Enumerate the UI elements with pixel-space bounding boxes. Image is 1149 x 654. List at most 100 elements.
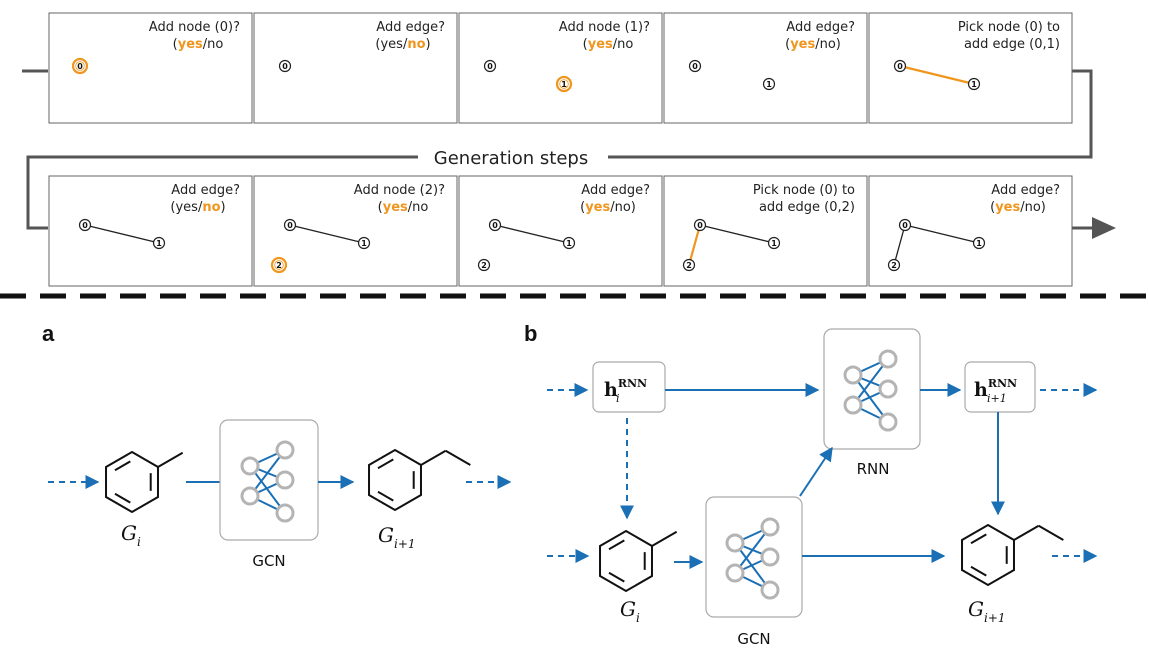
substituent-bond bbox=[651, 530, 678, 547]
network-node bbox=[843, 395, 863, 415]
network-node bbox=[275, 503, 295, 523]
graph-node-label: 0 bbox=[77, 62, 83, 71]
step-question-line2: add edge (0,2) bbox=[759, 200, 855, 215]
answer-highlight: yes bbox=[995, 200, 1020, 215]
graph-node-label: 0 bbox=[287, 221, 293, 230]
step-box-1: Add edge?(yes/no)0 bbox=[253, 12, 458, 124]
graph-node bbox=[477, 258, 491, 272]
network-node bbox=[725, 533, 745, 553]
network-node bbox=[275, 470, 295, 490]
double-bond bbox=[970, 565, 987, 577]
double-bond bbox=[114, 460, 131, 472]
gi1-label-a: Gi+1 bbox=[378, 523, 416, 551]
graph-node-label: 0 bbox=[282, 62, 288, 71]
rnn-label: RNN bbox=[857, 460, 890, 478]
hi1-sub: i+1 bbox=[987, 392, 1007, 405]
flow-arrow-head bbox=[1092, 217, 1116, 239]
network-node bbox=[760, 580, 780, 600]
graph-node-label: 1 bbox=[566, 239, 572, 248]
step-frame bbox=[48, 175, 253, 287]
network-node bbox=[878, 379, 898, 399]
graph-edge bbox=[289, 224, 365, 244]
network-node bbox=[843, 365, 863, 385]
graph-node-label: 0 bbox=[902, 221, 908, 230]
step-question: Add node (1)? bbox=[559, 20, 650, 35]
double-bond bbox=[970, 533, 987, 545]
step-answer: (yes/no) bbox=[785, 37, 841, 52]
graph-node bbox=[78, 218, 92, 232]
gcn-label-a: GCN bbox=[252, 552, 285, 570]
network-node bbox=[240, 486, 260, 506]
graph-node bbox=[682, 258, 696, 272]
double-bond bbox=[608, 571, 625, 583]
step-question: Pick node (0) to bbox=[958, 20, 1060, 35]
substituent-bond bbox=[1013, 524, 1040, 541]
step-box-0: Add node (0)?(yes/no0 bbox=[48, 12, 253, 124]
answer-text: ) bbox=[426, 37, 431, 52]
hi-box bbox=[592, 361, 666, 413]
answer-highlight: yes bbox=[790, 37, 815, 52]
graph-node-label: 1 bbox=[156, 239, 162, 248]
graph-node bbox=[887, 258, 901, 272]
answer-text: (yes/ bbox=[375, 37, 408, 52]
answer-highlight: yes bbox=[178, 37, 203, 52]
network-node bbox=[725, 563, 745, 583]
step-box-5: Add edge?(yes/no)01 bbox=[48, 175, 253, 287]
graph-node bbox=[893, 59, 907, 73]
graph-node bbox=[762, 77, 776, 91]
graph-node-label: 0 bbox=[82, 221, 88, 230]
network-node bbox=[760, 547, 780, 567]
network-node bbox=[878, 412, 898, 432]
graph-edge bbox=[494, 224, 570, 244]
hi-sub: i bbox=[616, 392, 620, 405]
step-question: Add node (2)? bbox=[354, 183, 445, 198]
step-box-7: Add edge?(yes/no)012 bbox=[458, 175, 663, 287]
answer-text: ( bbox=[378, 200, 383, 215]
answer-text: ( bbox=[580, 200, 585, 215]
step-question-line2: add edge (0,1) bbox=[964, 37, 1060, 52]
network-frame bbox=[823, 328, 921, 450]
network-edge bbox=[734, 526, 771, 574]
answer-text: /no) bbox=[815, 37, 841, 52]
double-bond bbox=[608, 539, 625, 551]
graph-node bbox=[967, 77, 981, 91]
network-node bbox=[240, 456, 260, 476]
graph-node bbox=[283, 218, 297, 232]
step-frame bbox=[253, 175, 458, 287]
graph-node-inner bbox=[75, 61, 85, 71]
step-answer: (yes/no bbox=[173, 37, 224, 52]
hi1-box bbox=[964, 361, 1036, 413]
answer-text: /no bbox=[203, 37, 224, 52]
rnn-box bbox=[823, 328, 921, 450]
hi-label: hRNN bbox=[604, 377, 647, 401]
gi-label-b: Gi bbox=[620, 597, 640, 625]
substituent-bond bbox=[1038, 524, 1064, 541]
answer-highlight: yes bbox=[588, 37, 613, 52]
step-answer: (yes/no) bbox=[375, 37, 430, 52]
graph-node-label: 1 bbox=[766, 80, 772, 89]
step-answer: (yes/no bbox=[378, 200, 429, 215]
graph-edge bbox=[899, 64, 975, 86]
molecule-gi-a bbox=[105, 450, 184, 514]
graph-node-label: 1 bbox=[971, 80, 977, 89]
panel-a-label: a bbox=[42, 321, 55, 346]
step-frame bbox=[458, 175, 663, 287]
step-box-3: Add edge?(yes/no)01 bbox=[663, 12, 868, 124]
network-node bbox=[275, 440, 295, 460]
arrow-gcn-rnn bbox=[799, 446, 833, 497]
answer-highlight: no bbox=[407, 37, 425, 52]
answer-highlight: no bbox=[202, 200, 220, 215]
answer-text: /no) bbox=[1020, 200, 1046, 215]
network-edge bbox=[852, 358, 889, 406]
graph-node-label: 2 bbox=[276, 261, 282, 270]
graph-node bbox=[767, 236, 781, 250]
banner-bg bbox=[418, 145, 608, 171]
graph-edge bbox=[699, 224, 775, 244]
network-edge bbox=[249, 465, 286, 514]
network-frame bbox=[219, 419, 319, 541]
graph-edge bbox=[893, 224, 906, 266]
